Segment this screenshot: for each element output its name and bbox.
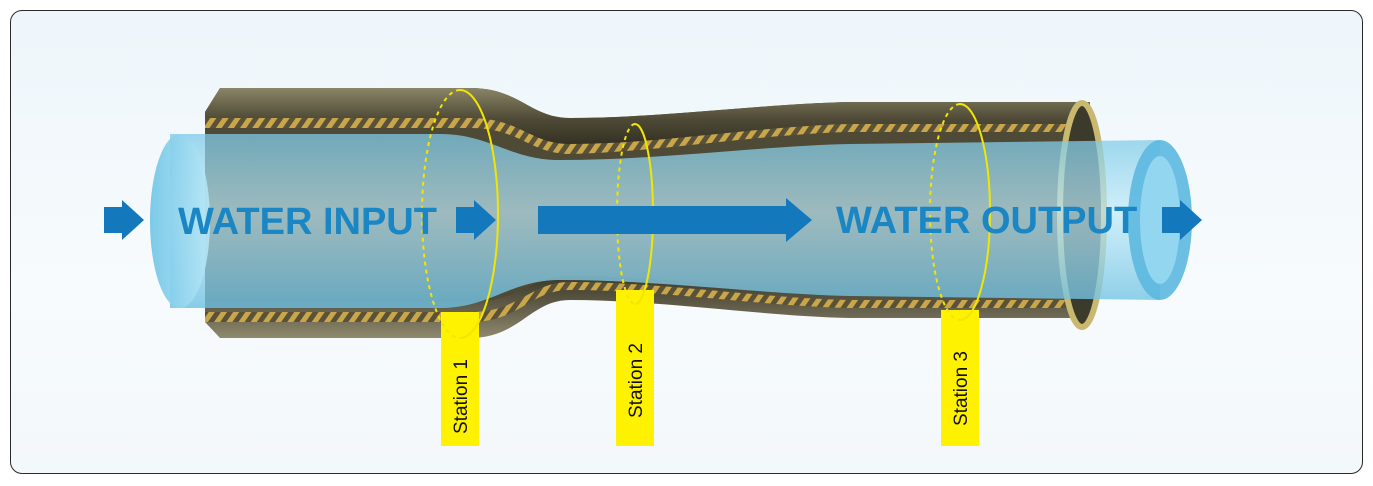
station-tag-3 (941, 310, 979, 446)
arrow-right-icon (1162, 200, 1202, 240)
water-outlet-inner (1140, 156, 1180, 284)
arrow-right-icon (456, 200, 496, 240)
arrow-right-icon (104, 200, 144, 240)
station-tag-2 (616, 290, 654, 446)
station-tag-1 (441, 312, 479, 446)
pipe-stripe-top (205, 118, 1085, 154)
station-label-3: Station 3 (951, 351, 972, 426)
arrow-right-icon (538, 198, 812, 242)
station-label-2: Station 2 (626, 343, 647, 418)
pipe-stripe-bottom (205, 282, 1085, 322)
pipe-wall-bottom (205, 276, 1090, 338)
pipe-wall-top (205, 88, 1090, 150)
station-label-1: Station 1 (451, 359, 472, 434)
water-input-label: WATER INPUT (178, 201, 437, 243)
station-ring-3 (929, 103, 991, 321)
water-inlet-cap (150, 134, 210, 308)
water-output-label: WATER OUTPUT (836, 200, 1137, 242)
station-ring-1 (421, 89, 499, 339)
